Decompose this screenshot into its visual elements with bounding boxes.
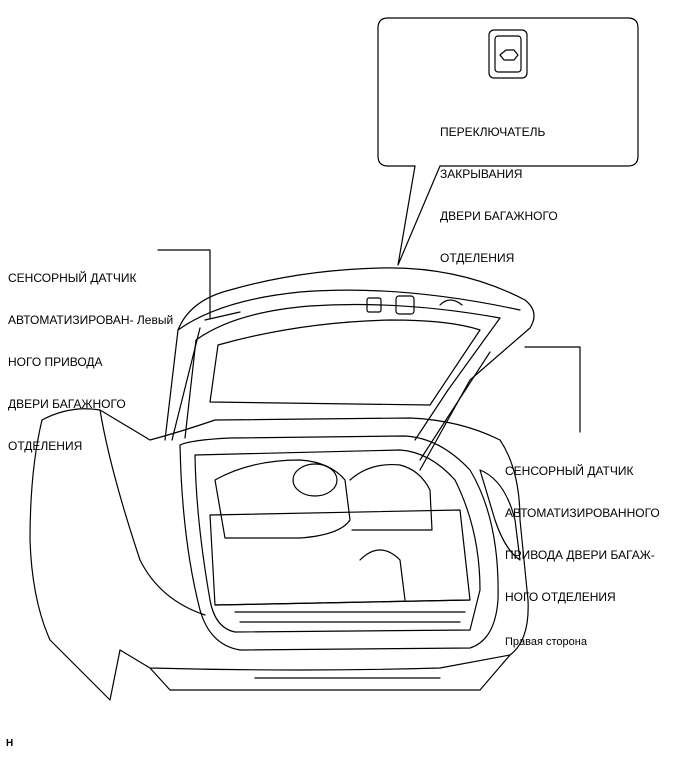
right-sensor-label: СЕНСОРНЫЙ ДАТЧИК АВТОМАТИЗИРОВАННОГО ПРИ…	[505, 436, 660, 663]
left-sensor-line-1: СЕНСОРНЫЙ ДАТЧИК	[8, 271, 137, 285]
right-sensor-line-4: НОГО ОТДЕЛЕНИЯ	[505, 590, 616, 604]
left-sensor-line-2: АВТОМАТИЗИРОВАН- Левый	[8, 313, 174, 327]
car-body	[41, 408, 529, 671]
figure-code: H	[6, 738, 14, 749]
switch-icon	[488, 29, 528, 79]
right-sensor-line-1: СЕНСОРНЫЙ ДАТЧИК	[505, 464, 634, 478]
switch-label-line-3: ДВЕРИ БАГАЖНОГО	[440, 209, 558, 223]
right-sensor-side: Правая сторона	[505, 636, 587, 648]
switch-label-line-2: ЗАКРЫВАНИЯ	[440, 167, 523, 181]
switch-label-line-4: ОТДЕЛЕНИЯ	[440, 251, 515, 265]
trunk-opening	[179, 435, 499, 651]
left-sensor-line-5: ОТДЕЛЕНИЯ	[8, 439, 83, 453]
right-sensor-line-3: ПРИВОДА ДВЕРИ БАГАЖ-	[505, 548, 655, 562]
switch-label-line-1: ПЕРЕКЛЮЧАТЕЛЬ	[440, 125, 546, 139]
left-sensor-leader	[157, 249, 211, 319]
tailgate-outer	[164, 267, 535, 471]
switch-callout-box	[377, 17, 639, 266]
tailgate-glass	[209, 319, 481, 406]
right-sensor-leader	[524, 346, 581, 433]
left-sensor-label: СЕНСОРНЫЙ ДАТЧИК АВТОМАТИЗИРОВАН- Левый …	[8, 243, 173, 467]
left-sensor-line-3: НОГО ПРИВОДА	[8, 355, 103, 369]
switch-label: ПЕРЕКЛЮЧАТЕЛЬ ЗАКРЫВАНИЯ ДВЕРИ БАГАЖНОГО…	[440, 97, 558, 279]
switch-on-tailgate	[366, 297, 382, 313]
left-sensor-line-4: ДВЕРИ БАГАЖНОГО	[8, 397, 126, 411]
right-sensor-line-2: АВТОМАТИЗИРОВАННОГО	[505, 506, 660, 520]
